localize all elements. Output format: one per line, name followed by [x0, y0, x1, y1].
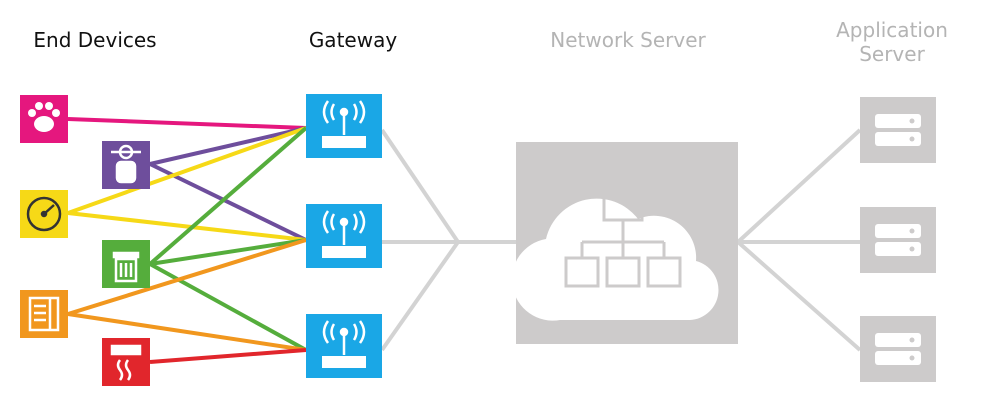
gateway-3 [306, 314, 382, 378]
application-server-3 [860, 316, 936, 382]
link-pet-gw1 [67, 117, 307, 130]
header-application-server-line2: Server [859, 42, 925, 66]
paw-icon [28, 102, 60, 132]
gas-tank-icon [111, 144, 141, 184]
server-icon [875, 114, 921, 146]
end-device-trash-bin [102, 240, 150, 288]
header-application-server-line1: Application [836, 18, 948, 42]
gateway-2 [306, 204, 382, 268]
link-vending-gw3 [67, 312, 307, 352]
wireless-router-icon [322, 320, 366, 368]
end-device-vending-machine [20, 290, 68, 338]
end-device-meter [20, 190, 68, 238]
header-network-server: Network Server [550, 28, 706, 52]
link-gas-gw1 [149, 126, 307, 166]
link-trash-gw2 [149, 238, 307, 266]
application-server-1 [860, 97, 936, 163]
header-gateway: Gateway [308, 28, 398, 52]
wireless-router-icon [322, 210, 366, 258]
vending-machine-icon [28, 296, 60, 332]
link-meter-gw2 [67, 211, 307, 242]
gateway-1 [306, 94, 382, 158]
link-gas-gw2 [149, 162, 307, 242]
gauge-icon [26, 196, 62, 232]
end-device-pet-tracker [20, 95, 68, 143]
server-icon [875, 224, 921, 256]
link-smoke-gw3 [149, 348, 307, 364]
application-server-2 [860, 207, 936, 273]
smoke-detector-icon [110, 344, 142, 381]
network-server [511, 142, 738, 344]
link-meter-gw1 [67, 126, 307, 215]
header-application-server: Application Server [812, 18, 972, 66]
header-end-devices: End Devices [33, 28, 157, 52]
backhaul-links [380, 128, 862, 352]
device-links [67, 117, 308, 364]
trash-bin-icon [112, 251, 140, 283]
server-icon [875, 333, 921, 365]
end-device-smoke-detector [102, 338, 150, 386]
cloud-network-icon [511, 188, 719, 321]
end-device-gas-tank [102, 141, 150, 189]
wireless-router-icon [322, 100, 366, 148]
link-vending-gw2 [67, 238, 307, 316]
link-trash-gw1 [148, 126, 308, 266]
